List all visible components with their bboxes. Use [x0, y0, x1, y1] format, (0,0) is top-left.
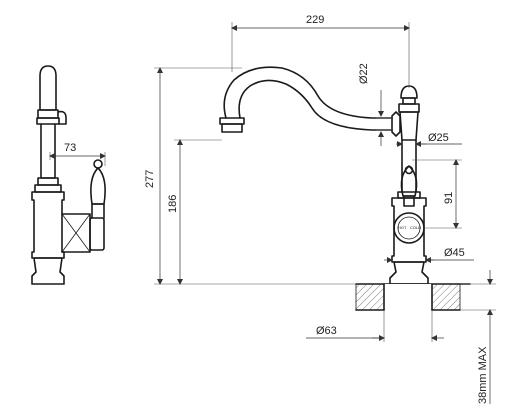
cold-marking: COLD: [410, 225, 421, 230]
dim-186-label: 186: [167, 195, 179, 213]
dim-22: Ø22: [358, 63, 392, 146]
side-collar-2: [34, 184, 62, 193]
dim-186: 186: [167, 139, 222, 285]
front-collar-1: [397, 191, 421, 199]
side-handle-neck: [91, 203, 105, 219]
dim-277: 277: [144, 67, 356, 285]
handle-hub-inner: [397, 216, 421, 240]
dim-229-label: 229: [306, 14, 324, 26]
upper-column-cap: [399, 111, 419, 141]
bench-hole: [384, 284, 432, 310]
spout-upper-edge: [223, 66, 393, 119]
dim-45: Ø45: [384, 247, 474, 263]
dim-25: Ø25: [396, 132, 462, 147]
front-handle-neck: [403, 195, 415, 207]
front-view: HOT COLD: [219, 66, 429, 285]
hot-marking: HOT: [398, 225, 407, 230]
side-upper-column: [40, 123, 56, 179]
front-base: [389, 261, 429, 285]
dim-45-label: Ø45: [444, 247, 465, 259]
side-spout-ring-2: [36, 117, 60, 125]
dim-91-label: 91: [443, 192, 455, 204]
side-body: [31, 191, 65, 259]
bench: [355, 283, 471, 311]
dim-73-label: 73: [64, 142, 76, 154]
side-view: 73: [31, 65, 106, 285]
spout-lower-edge: [238, 79, 393, 131]
side-collar-1: [37, 177, 59, 186]
spout-nozzle: [221, 123, 243, 133]
side-spout-ring-1: [37, 109, 59, 119]
dim-63: Ø63: [306, 310, 444, 342]
dim-63-label: Ø63: [316, 325, 337, 337]
finial-ring-2: [398, 103, 420, 113]
dim-38-label: 38mm MAX: [477, 346, 489, 404]
spout-nozzle-ring: [219, 117, 245, 125]
spout-joint: [391, 111, 401, 137]
front-body: [391, 197, 427, 263]
dim-277-label: 277: [144, 170, 156, 188]
side-base: [31, 257, 65, 285]
side-handle-cap: [89, 217, 105, 251]
side-spout-top: [39, 65, 57, 111]
dim-229: 229: [231, 14, 410, 88]
finial-ring-1: [402, 97, 416, 105]
front-handle-knob: [404, 165, 414, 175]
dim-22-label: Ø22: [358, 63, 370, 84]
dim-25-label: Ø25: [428, 132, 449, 144]
side-spout-lip: [57, 110, 67, 125]
side-handle-knob: [93, 159, 103, 169]
dim-38: 38mm MAX: [460, 270, 496, 404]
side-handle-lever: [90, 167, 106, 205]
dim-91: 91: [412, 159, 462, 229]
side-hub-line-2: [61, 213, 91, 253]
